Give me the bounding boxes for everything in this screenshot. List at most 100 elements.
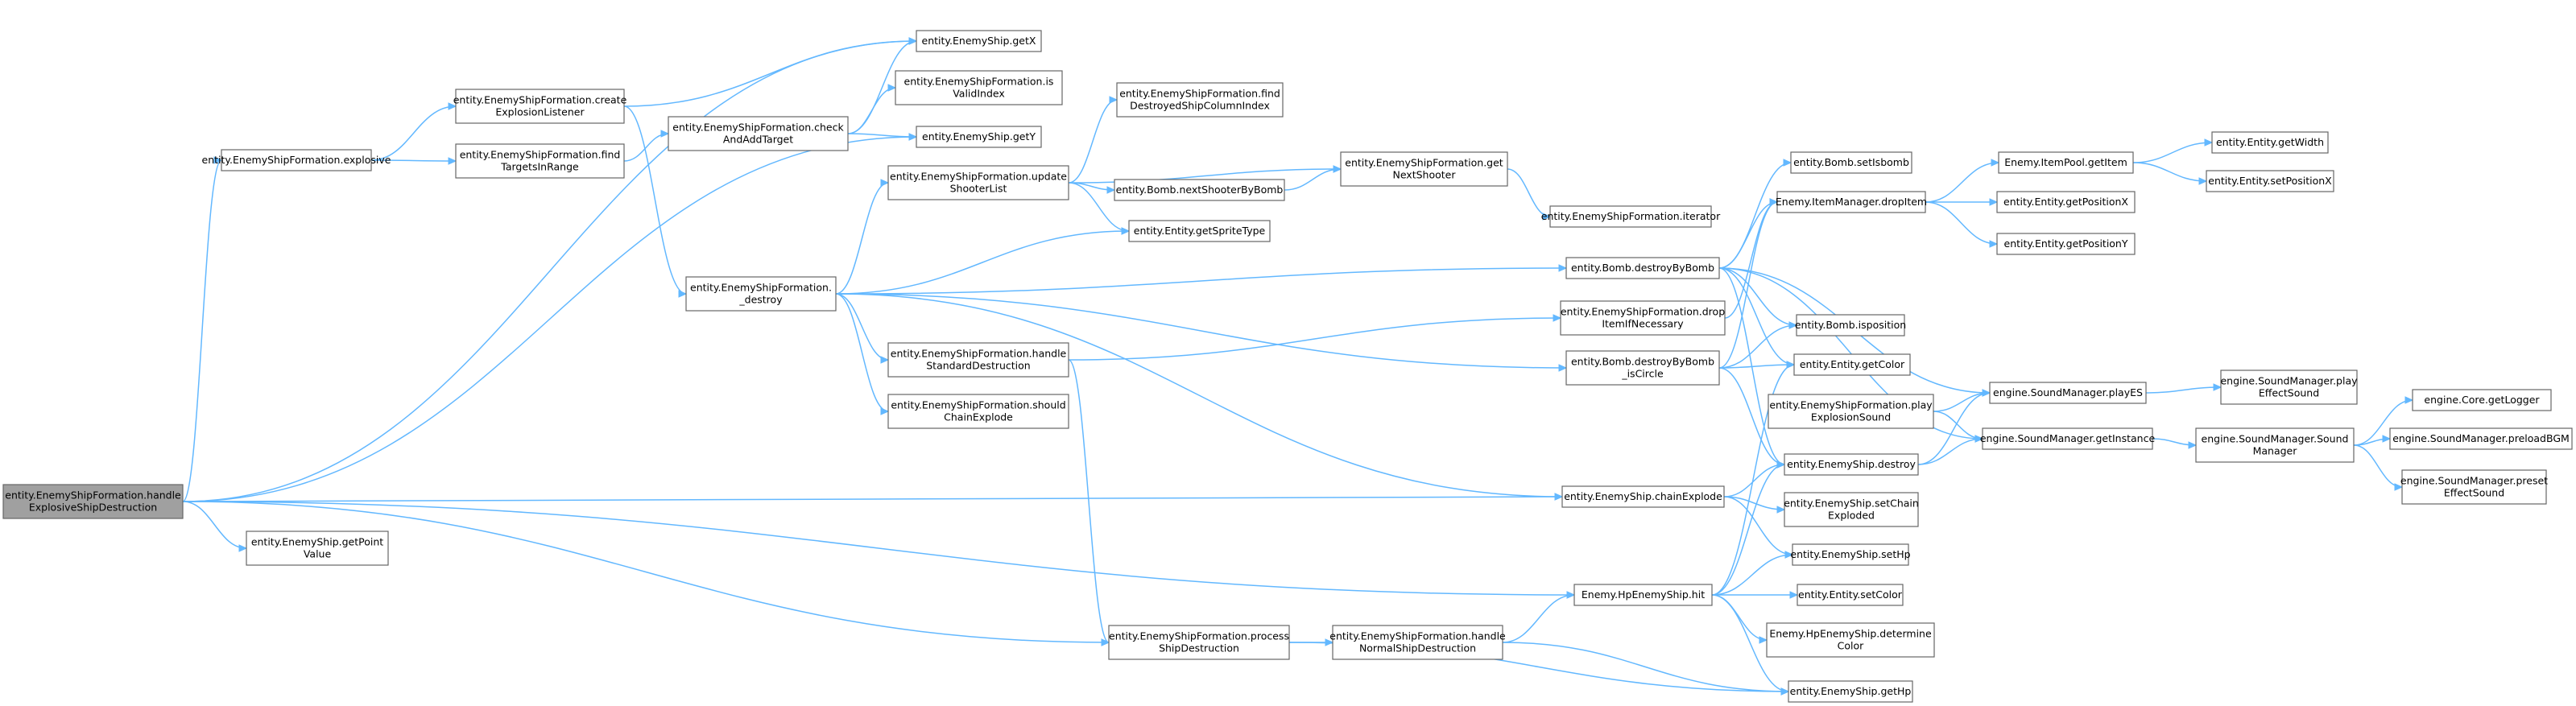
node-playES[interactable]: engine.SoundManager.playES: [1989, 382, 2147, 404]
node-box-isValidIndex[interactable]: [895, 70, 1063, 105]
node-box-root[interactable]: [2, 484, 184, 519]
node-box-checkAdd[interactable]: [668, 116, 849, 151]
node-destroyByBomb[interactable]: entity.Bomb.destroyByBomb: [1565, 257, 1720, 279]
node-box-playExplSound[interactable]: [1768, 394, 1934, 429]
node-handleNormal[interactable]: entity.EnemyShipFormation.handleNormalSh…: [1329, 625, 1506, 660]
node-dropItem[interactable]: Enemy.ItemManager.dropItem: [1776, 191, 1927, 213]
node-box-preloadBGM[interactable]: [2389, 427, 2573, 450]
node-box-playES[interactable]: [1989, 382, 2147, 404]
node-label-getLogger-0: engine.Core.getLogger: [2424, 394, 2540, 406]
node-setPosX[interactable]: entity.Entity.setPositionX: [2206, 170, 2334, 192]
node-box-handleNormal[interactable]: [1332, 625, 1503, 660]
node-label-explosive-0: entity.EnemyShipFormation.explosive: [202, 154, 391, 166]
node-setHp[interactable]: entity.EnemyShip.setHp: [1790, 543, 1911, 566]
node-processShip[interactable]: entity.EnemyShipFormation.processShipDes…: [1108, 625, 1290, 660]
node-box-explosive[interactable]: [221, 149, 372, 171]
node-box-getPointValue[interactable]: [246, 531, 389, 566]
node-box-determineColor[interactable]: [1766, 622, 1935, 658]
edge-destroyByBomb-to-isposition: [1718, 267, 1797, 326]
node-box-dropItemNec[interactable]: [1560, 300, 1726, 336]
node-setIsbomb[interactable]: entity.Bomb.setIsbomb: [1790, 151, 1912, 174]
node-destroyF[interactable]: entity.EnemyShipFormation._destroy: [685, 276, 837, 312]
node-getLogger[interactable]: engine.Core.getLogger: [2412, 389, 2552, 411]
node-box-getHp[interactable]: [1788, 680, 1913, 703]
node-box-presetEffect[interactable]: [2401, 469, 2547, 505]
node-box-getSpriteType[interactable]: [1128, 220, 1271, 242]
node-getColor[interactable]: entity.Entity.getColor: [1793, 353, 1911, 376]
node-checkAdd[interactable]: entity.EnemyShipFormation.checkAndAddTar…: [668, 116, 849, 151]
node-box-getPosY[interactable]: [1996, 233, 2136, 255]
node-dropItemNec[interactable]: entity.EnemyShipFormation.dropItemIfNece…: [1560, 300, 1726, 336]
node-box-dropItem[interactable]: [1776, 191, 1926, 213]
node-box-updateShooter[interactable]: [887, 165, 1069, 200]
node-box-setChainExploded[interactable]: [1784, 492, 1919, 527]
node-box-createExpl[interactable]: [455, 89, 625, 124]
node-getPosX[interactable]: entity.Entity.getPositionX: [1996, 191, 2136, 213]
node-box-getInstance[interactable]: [1982, 427, 2153, 450]
node-esDestroy[interactable]: entity.EnemyShip.destroy: [1784, 453, 1919, 476]
node-box-destroyByBomb[interactable]: [1565, 257, 1720, 279]
node-root[interactable]: entity.EnemyShipFormation.handleExplosiv…: [2, 484, 184, 519]
node-explosive[interactable]: entity.EnemyShipFormation.explosive: [202, 149, 391, 171]
node-findDestroyed[interactable]: entity.EnemyShipFormation.findDestroyedS…: [1116, 82, 1284, 118]
node-box-iterator[interactable]: [1549, 205, 1712, 228]
node-playExplSound[interactable]: entity.EnemyShipFormation.playExplosionS…: [1768, 394, 1934, 429]
node-box-getLogger[interactable]: [2412, 389, 2552, 411]
node-hit[interactable]: Enemy.HpEnemyShip.hit: [1573, 584, 1713, 606]
node-nextShooter[interactable]: entity.Bomb.nextShooterByBomb: [1114, 179, 1285, 201]
node-isposition[interactable]: entity.Bomb.isposition: [1795, 314, 1906, 336]
node-createExpl[interactable]: entity.EnemyShipFormation.createExplosio…: [453, 89, 627, 124]
node-getInstance[interactable]: engine.SoundManager.getInstance: [1980, 427, 2156, 450]
node-box-getPosX[interactable]: [1996, 191, 2136, 213]
node-handleStd[interactable]: entity.EnemyShipFormation.handleStandard…: [887, 342, 1069, 378]
node-box-setHp[interactable]: [1792, 543, 1909, 566]
node-box-setPosX[interactable]: [2206, 170, 2334, 192]
node-findTargets[interactable]: entity.EnemyShipFormation.findTargetsInR…: [455, 143, 625, 179]
node-box-getColor[interactable]: [1793, 353, 1911, 376]
node-getItem[interactable]: Enemy.ItemPool.getItem: [1998, 151, 2134, 174]
node-box-getWidth[interactable]: [2211, 131, 2329, 154]
node-box-getY[interactable]: [916, 126, 1042, 148]
node-getPosY[interactable]: entity.Entity.getPositionY: [1996, 233, 2136, 255]
node-box-shouldChain[interactable]: [887, 394, 1069, 429]
node-getHp[interactable]: entity.EnemyShip.getHp: [1788, 680, 1913, 703]
node-updateShooter[interactable]: entity.EnemyShipFormation.updateShooterL…: [887, 165, 1069, 200]
node-box-destroyCircle[interactable]: [1565, 350, 1720, 386]
node-preloadBGM[interactable]: engine.SoundManager.preloadBGM: [2389, 427, 2573, 450]
node-box-destroyF[interactable]: [685, 276, 837, 312]
node-box-getX[interactable]: [916, 30, 1042, 52]
node-setColor[interactable]: entity.Entity.setColor: [1797, 584, 1904, 606]
node-box-findTargets[interactable]: [455, 143, 625, 179]
node-box-playEffect[interactable]: [2220, 370, 2358, 405]
node-box-setColor[interactable]: [1797, 584, 1904, 606]
node-getX[interactable]: entity.EnemyShip.getX: [916, 30, 1042, 52]
node-box-getNextShooter[interactable]: [1340, 151, 1508, 187]
node-box-isposition[interactable]: [1796, 314, 1905, 336]
node-box-findDestroyed[interactable]: [1116, 82, 1284, 118]
node-box-setIsbomb[interactable]: [1790, 151, 1912, 174]
node-box-getItem[interactable]: [1998, 151, 2134, 174]
node-box-esDestroy[interactable]: [1784, 453, 1919, 476]
node-box-chainExplode[interactable]: [1561, 485, 1725, 508]
node-shouldChain[interactable]: entity.EnemyShipFormation.shouldChainExp…: [887, 394, 1069, 429]
node-box-soundCtor[interactable]: [2195, 427, 2355, 463]
node-box-processShip[interactable]: [1108, 625, 1290, 660]
node-box-handleStd[interactable]: [887, 342, 1069, 378]
node-getSpriteType[interactable]: entity.Entity.getSpriteType: [1128, 220, 1271, 242]
node-soundCtor[interactable]: engine.SoundManager.SoundManager: [2195, 427, 2355, 463]
node-box-nextShooter[interactable]: [1114, 179, 1285, 201]
node-getY[interactable]: entity.EnemyShip.getY: [916, 126, 1042, 148]
node-chainExplode[interactable]: entity.EnemyShip.chainExplode: [1561, 485, 1725, 508]
node-getWidth[interactable]: entity.Entity.getWidth: [2211, 131, 2329, 154]
node-box-hit[interactable]: [1573, 584, 1713, 606]
node-iterator[interactable]: entity.EnemyShipFormation.iterator: [1541, 205, 1721, 228]
node-destroyCircle[interactable]: entity.Bomb.destroyByBomb_isCircle: [1565, 350, 1720, 386]
edge-root-to-hit: [182, 501, 1575, 596]
